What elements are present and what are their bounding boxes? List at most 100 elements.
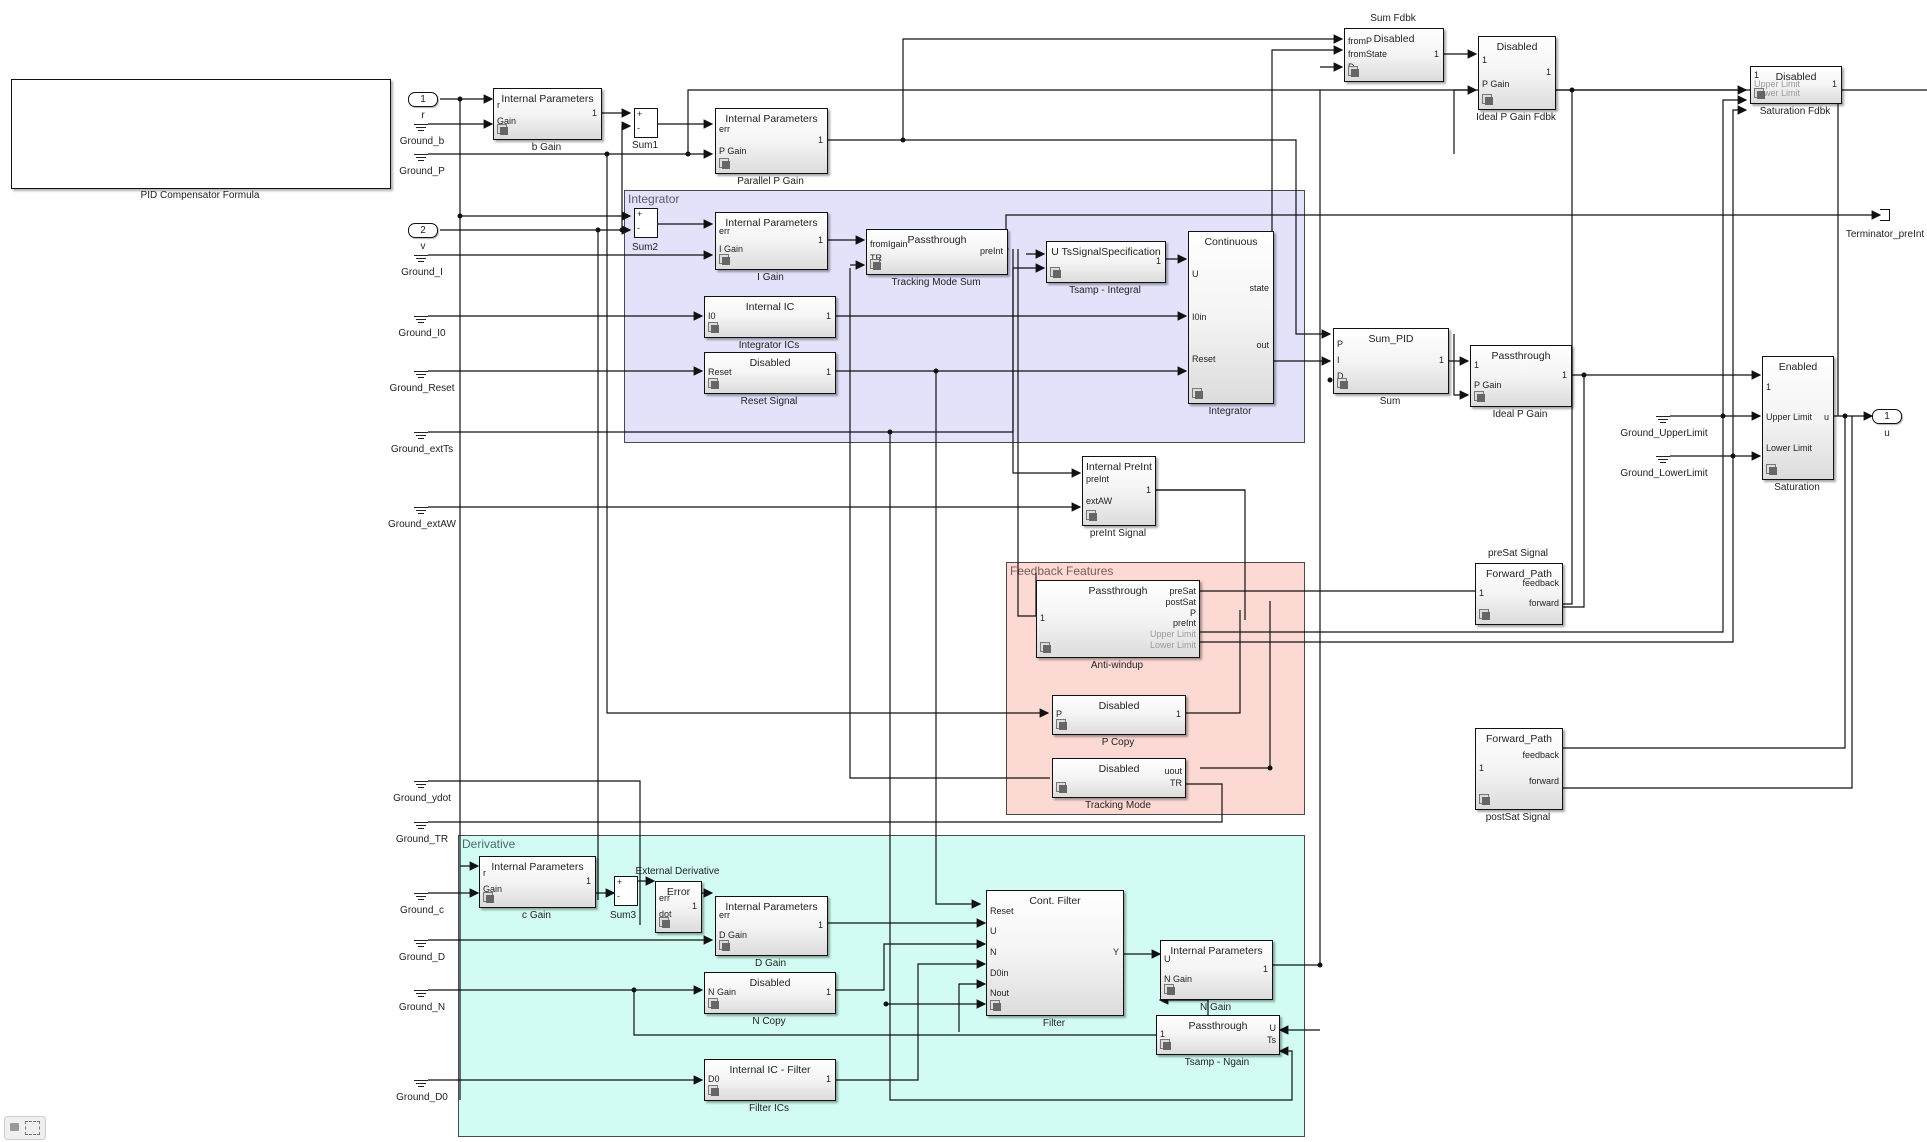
ground-icon[interactable] — [414, 822, 428, 832]
port-label: U — [1164, 954, 1171, 965]
block-title: Sum_PID — [1368, 333, 1414, 345]
mask-icon — [1086, 510, 1098, 522]
ground-icon[interactable] — [414, 940, 428, 950]
derivative-area-title: Derivative — [462, 837, 516, 851]
ground-icon[interactable] — [414, 255, 428, 265]
block-title: Disabled — [749, 977, 791, 989]
mask-icon — [1056, 719, 1068, 731]
port-label: U — [1269, 1022, 1277, 1033]
output-port-label: 1 — [1145, 485, 1151, 495]
port-label: feedback — [1522, 749, 1559, 760]
ground-icon[interactable] — [414, 893, 428, 903]
block-title: Internal Parameters — [725, 113, 818, 125]
pid-compensator-formula-block[interactable] — [11, 79, 391, 189]
inport-r-label: r — [421, 110, 425, 121]
ground-icon[interactable] — [1656, 416, 1670, 426]
block-name-label: D Gain — [754, 958, 787, 969]
input-port-label: 1 — [1160, 1029, 1166, 1039]
port-label: err — [659, 892, 670, 903]
ground-icon[interactable] — [414, 316, 428, 326]
mask-icon — [659, 917, 671, 929]
ground-icon[interactable] — [414, 990, 428, 1000]
mask-icon — [497, 124, 509, 136]
output-port-label: 1 — [1155, 256, 1161, 266]
mask-icon — [1040, 642, 1052, 654]
ground-icon[interactable] — [414, 507, 428, 517]
ground-icon[interactable] — [414, 154, 428, 164]
sum3-block[interactable]: +- — [614, 876, 638, 906]
block-name-label: Ideal P Gain — [1492, 409, 1548, 420]
ground-icon[interactable] — [414, 124, 428, 134]
sum2-block[interactable]: +- — [634, 208, 658, 238]
fit-selection-icon[interactable] — [25, 1121, 40, 1135]
ground-icon[interactable] — [414, 371, 428, 381]
ground-icon[interactable] — [414, 1080, 428, 1090]
block-name-label: b Gain — [531, 142, 562, 153]
port-label: err — [719, 124, 730, 135]
port-label: Reset — [708, 367, 732, 377]
ground-icon[interactable] — [1656, 456, 1670, 466]
mask-icon — [1050, 267, 1062, 279]
lock-icon[interactable] — [10, 1123, 19, 1131]
port-label: D — [1337, 371, 1344, 381]
port-label: D0 — [708, 1074, 720, 1084]
block-name-label: Tracking Mode — [1085, 800, 1151, 811]
port-label: Gain — [497, 116, 517, 127]
terminator-icon[interactable] — [1880, 209, 1890, 221]
block-name-label: Anti-windup — [1090, 660, 1144, 671]
outport-u[interactable]: 1 — [1872, 409, 1902, 424]
port-label: TR — [870, 253, 882, 264]
mask-icon — [1479, 609, 1491, 621]
output-port-label: 1 — [825, 311, 831, 321]
ground-label: Ground_ydot — [393, 793, 451, 804]
port-label: fromState — [1348, 49, 1388, 59]
sum1-label: Sum1 — [631, 140, 659, 151]
ground-icon[interactable] — [414, 781, 428, 791]
output-port-label: 1 — [591, 108, 597, 118]
mask-icon — [1754, 88, 1766, 100]
block-name-label: Tracking Mode Sum — [891, 277, 981, 288]
block-title: Cont. Filter — [1029, 895, 1081, 907]
inport-r[interactable]: 1 — [408, 92, 438, 107]
block-title: Error — [666, 886, 691, 898]
ground-label: Ground_D — [398, 952, 446, 963]
minus-sign: - — [637, 223, 640, 233]
sum1-block[interactable]: +- — [634, 108, 658, 138]
port-label: TR — [1170, 778, 1182, 789]
block-title: Passthrough — [1088, 585, 1148, 597]
mask-icon — [1474, 391, 1486, 403]
inport-v[interactable]: 2 — [408, 223, 438, 238]
output-port-label: 1 — [1561, 370, 1567, 380]
port-label: N Gain — [1164, 973, 1193, 984]
block-name-label: Sum Fdbk — [1370, 13, 1416, 24]
ground-icon[interactable] — [414, 432, 428, 442]
